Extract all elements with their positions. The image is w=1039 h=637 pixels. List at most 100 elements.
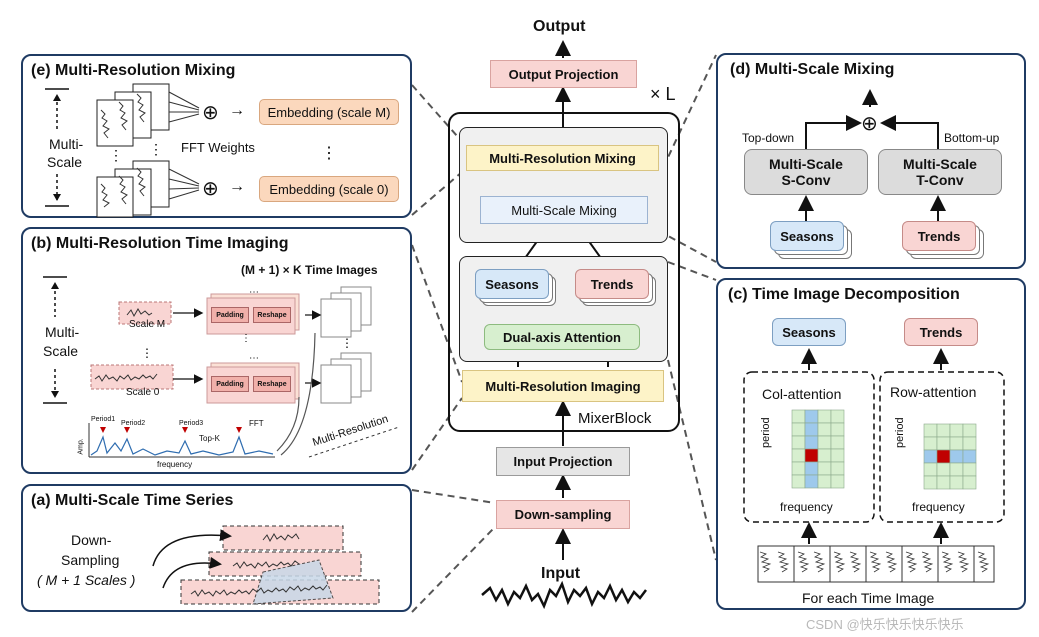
attention-cell [923,449,938,464]
amp-label: Amp. [77,438,85,455]
reshape-box-bottom: Reshape [253,376,291,392]
panel-a-graphics [152,525,380,605]
row-attention-grid [923,423,977,490]
fft-label: FFT [249,419,264,428]
panel-e-multi-resolution-mixing: (e) Multi-Resolution Mixing Multi- Scale [21,54,412,218]
panel-d-multi-scale-mixing: (d) Multi-Scale Mixing ⊕ Top-down Bottom… [716,53,1026,269]
attention-cell [936,436,951,451]
svg-text:⋯: ⋯ [249,287,259,298]
down-sampling-box: Down-sampling [496,500,630,529]
row-attention-label: Row-attention [890,384,977,400]
attention-cell [817,409,832,424]
reshape-box-top: Reshape [253,307,291,323]
panel-e-graphics: ⋮ ⋮ ⋮ [45,83,337,218]
period1-label: Period1 [91,416,116,423]
panel-a-sampling: Sampling [61,552,120,568]
seasons-box: Seasons [475,269,549,299]
attention-cell [830,474,845,489]
panel-c-title: (c) Time Image Decomposition [728,286,960,303]
panel-c-time-image-decomposition: (c) Time Image Decomposition Seasons Tre… [716,278,1026,610]
attention-cell [949,423,964,438]
t-conv-line2: T-Conv [916,172,964,188]
attention-cell [791,461,806,476]
svg-text:⋯: ⋯ [249,353,259,364]
attention-cell [817,474,832,489]
row-period-label: period [894,417,906,448]
attention-cell [804,435,819,450]
attention-cell [949,449,964,464]
panel-e-oplus-bottom: ⊕ [202,178,219,200]
attention-cell [949,462,964,477]
panel-d-oplus: ⊕ [861,113,878,135]
scale-m-label: Scale M [129,319,166,330]
attention-cell [923,436,938,451]
attention-cell [830,409,845,424]
attention-cell [791,409,806,424]
s-conv-line2: S-Conv [781,172,831,188]
attention-cell [936,423,951,438]
padding-box-bottom: Padding [211,376,249,392]
panel-d-seasons-box: Seasons [770,221,844,251]
panel-a-scales: ( M + 1 Scales ) [37,572,136,588]
panel-b-title: (b) Multi-Resolution Time Imaging [31,235,289,252]
attention-cell [804,409,819,424]
col-attention-label: Col-attention [762,386,842,402]
panel-e-scale: Scale [47,154,83,170]
embedding-scale-m-box: Embedding (scale M) [259,99,399,125]
panel-b-frequency-label: frequency [157,460,193,469]
attention-cell [923,462,938,477]
multi-scale-mixing-box: Multi-Scale Mixing [480,196,648,224]
attention-cell [791,474,806,489]
panel-e-title: (e) Multi-Resolution Mixing [31,62,236,79]
svg-text:⋮: ⋮ [141,346,153,360]
period2-label: Period2 [121,420,146,427]
bottom-up-label: Bottom-up [944,131,1000,145]
panel-e-multi: Multi- [49,136,84,152]
time-images-label: (M + 1) × K Time Images [241,263,378,277]
embedding-scale-0-box: Embedding (scale 0) [259,176,399,202]
topk-label: Top-K [199,434,220,443]
attention-cell [804,448,819,463]
svg-text:⋮: ⋮ [149,141,163,157]
attention-cell [791,422,806,437]
panel-e-oplus-top: ⊕ [202,102,219,124]
attention-cell [962,475,977,490]
panel-e-arrow-bottom: → [229,178,245,195]
svg-text:⋮: ⋮ [321,145,337,162]
svg-text:⋮: ⋮ [109,147,123,163]
attention-cell [923,475,938,490]
attention-cell [830,422,845,437]
attention-cell [936,475,951,490]
panel-d-trends-box: Trends [902,221,976,251]
watermark: CSDN @快乐快乐快乐快乐 [806,617,964,632]
attention-cell [830,461,845,476]
panel-a-title: (a) Multi-Scale Time Series [31,492,234,509]
attention-cell [949,436,964,451]
period3-label: Period3 [179,420,204,427]
attention-cell [817,422,832,437]
time-image-strip [757,545,995,583]
multi-scale-s-conv-box: Multi-Scale S-Conv [744,149,868,195]
panel-c-seasons-box: Seasons [772,318,846,346]
times-l-label: × L [650,84,676,104]
panel-d-graphics [798,89,946,221]
col-attention-grid [791,409,845,489]
attention-cell [817,435,832,450]
panel-c-graphics [743,348,1005,583]
attention-cell [791,435,806,450]
multi-resolution-mixing-box: Multi-Resolution Mixing [466,145,659,171]
top-down-label: Top-down [742,131,795,145]
output-projection-box: Output Projection [490,60,637,88]
input-series-line [481,580,647,610]
mixer-block-label: MixerBlock [578,410,652,427]
panel-e-arrow-top: → [229,102,245,119]
s-conv-line1: Multi-Scale [769,156,843,172]
svg-text:⋮: ⋮ [241,333,251,344]
attention-cell [830,435,845,450]
dual-axis-attention-box: Dual-axis Attention [484,324,640,350]
output-label: Output [533,18,586,35]
attention-cell [923,423,938,438]
panel-c-trends-box: Trends [904,318,978,346]
for-each-time-image-label: For each Time Image [802,590,935,606]
